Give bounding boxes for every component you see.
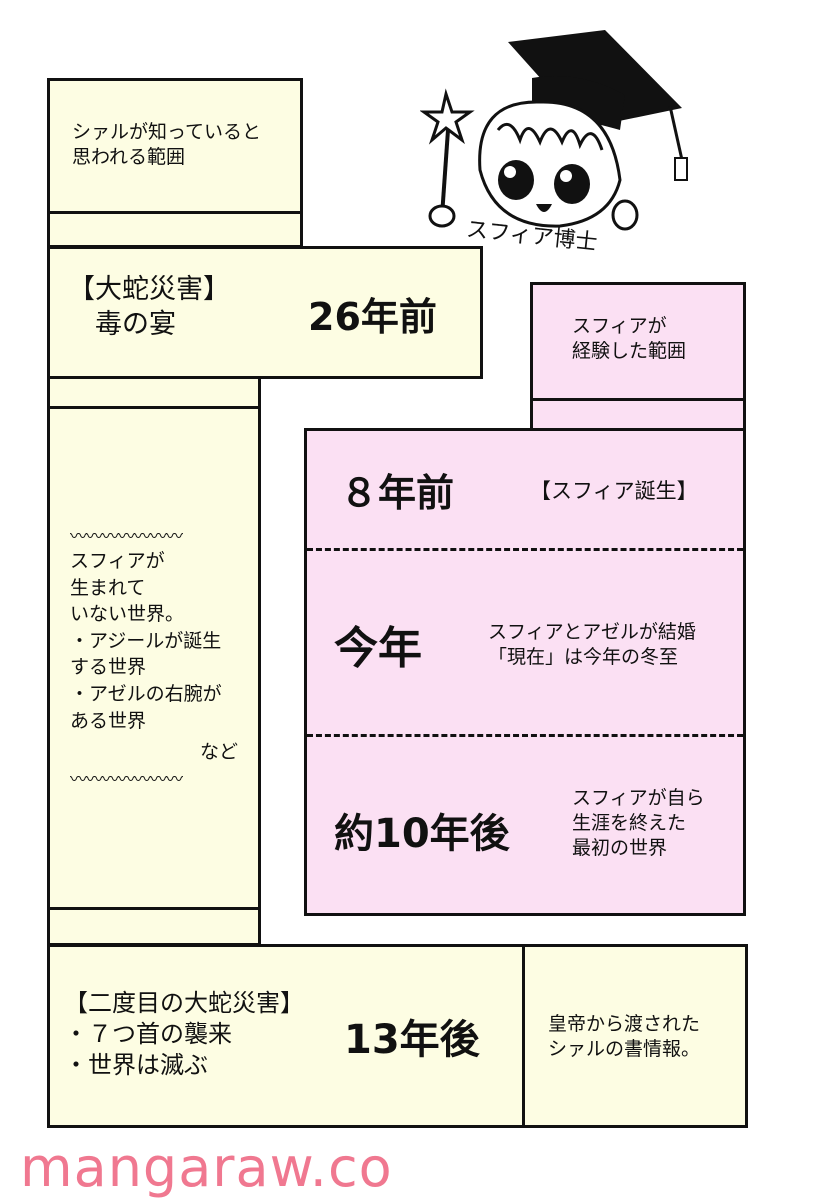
event-now-years: 今年 <box>334 623 422 674</box>
column-divider <box>47 406 261 409</box>
shiaru-range-column <box>47 78 303 248</box>
dashed-divider <box>307 734 743 737</box>
column-divider <box>47 907 261 910</box>
event-26-years: 26年前 <box>308 295 437 339</box>
event-13-years: 13年後 <box>344 1017 480 1063</box>
side-note-etc: など <box>200 741 239 763</box>
info-source-box <box>522 944 748 1128</box>
event-8-years: ８年前 <box>340 471 455 515</box>
event-now-note: スフィアとアゼルが結婚 「現在」は今年の冬至 <box>488 621 696 669</box>
event-13-title: 【二度目の大蛇災害】 ・７つ首の襲来 ・世界は滅ぶ <box>64 989 304 1080</box>
info-source-label: 皇帝から渡された シァルの書情報。 <box>548 1013 701 1061</box>
event-8-note: 【スフィア誕生】 <box>530 479 698 503</box>
sufia-range-column <box>530 282 746 432</box>
event-13-years-later <box>47 944 525 1128</box>
event-26-years-ago <box>47 246 483 379</box>
event-10-note: スフィアが自ら 生涯を終えた 最初の世界 <box>572 787 705 860</box>
event-10-years: 約10年後 <box>334 811 510 857</box>
dashed-divider <box>307 548 743 551</box>
left-column-body <box>47 376 261 946</box>
event-26-title: 【大蛇災害】 毒の宴 <box>68 274 230 341</box>
side-note-text: スフィアが 生まれて いない世界。 ・アジールが誕生 する世界 ・アゼルの右腕が… <box>70 550 222 732</box>
wavy-line-top: 〰〰〰〰〰〰〰 <box>70 527 183 547</box>
column-divider <box>47 211 303 214</box>
watermark-text: mangaraw.co <box>20 1136 393 1199</box>
sufia-range-label: スフィアが 経験した範囲 <box>572 315 687 363</box>
shiaru-range-label: シァルが知っていると 思われる範囲 <box>72 121 262 169</box>
column-divider <box>530 398 746 401</box>
sufia-timeline-box <box>304 428 746 916</box>
wavy-line-bottom: 〰〰〰〰〰〰〰 <box>70 770 183 790</box>
graduate-girl-icon <box>419 20 690 270</box>
